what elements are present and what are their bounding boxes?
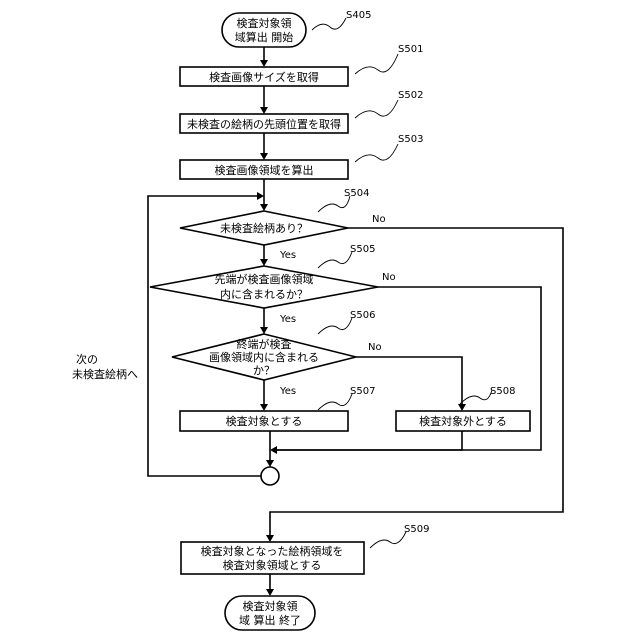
end-terminal-line2: 域 算出 終了 <box>239 613 301 627</box>
step-label-s507: S507 <box>350 386 375 397</box>
process-box-s509-line2: 検査対象領域とする <box>223 558 322 572</box>
process-box-s501: 検査画像サイズを取得 <box>180 67 348 86</box>
decision-s504: 未検査絵柄あり？ <box>180 211 348 245</box>
decision-s506: 終端が検査 画像領域内に含まれる か？ <box>172 334 356 380</box>
process-box-s501-label: 検査画像サイズを取得 <box>209 70 319 84</box>
process-box-s502-label: 未検査の絵柄の先頭位置を取得 <box>187 117 341 131</box>
process-box-s509: 検査対象となった絵柄領域を 検査対象領域とする <box>181 542 364 574</box>
process-box-s502: 未検査の絵柄の先頭位置を取得 <box>180 114 348 133</box>
step-label-s502: S502 <box>398 90 423 101</box>
start-terminal-line1: 検査対象領 <box>237 16 292 30</box>
start-terminal: 検査対象領 域算出 開始 <box>222 13 306 47</box>
step-label-s501: S501 <box>398 44 423 55</box>
process-box-s503: 検査画像領域を算出 <box>180 160 348 179</box>
step-label-s504: S504 <box>344 188 369 199</box>
start-terminal-line2: 域算出 開始 <box>235 30 294 44</box>
process-box-s509-line1: 検査対象となった絵柄領域を <box>201 544 344 558</box>
decision-s505-yes-label: Yes <box>279 314 296 325</box>
step-label-s503: S503 <box>398 134 423 145</box>
connector-circle <box>261 467 279 485</box>
decision-s504-no-label: No <box>372 214 386 225</box>
process-box-s508: 検査対象外とする <box>396 411 530 431</box>
end-terminal-line1: 検査対象領 <box>243 599 298 613</box>
step-label-s506: S506 <box>350 310 375 321</box>
end-terminal: 検査対象領 域 算出 終了 <box>225 596 315 630</box>
decision-s504-label: 未検査絵柄あり？ <box>220 221 308 235</box>
process-box-s503-label: 検査画像領域を算出 <box>215 163 314 177</box>
decision-s505-no-label: No <box>382 272 396 283</box>
step-label-s508: S508 <box>490 386 515 397</box>
step-label-s505: S505 <box>350 244 375 255</box>
step-label-s509: S509 <box>404 524 429 535</box>
decision-s506-yes-label: Yes <box>279 386 296 397</box>
decision-s505-line2: 内に含まれるか？ <box>220 287 308 301</box>
decision-s506-line3: か？ <box>253 364 275 377</box>
decision-s506-line2: 画像領域内に含まれる <box>209 350 319 364</box>
loop-label-line2: 未検査絵柄へ <box>72 367 138 381</box>
process-box-s507-label: 検査対象とする <box>226 414 303 428</box>
decision-s506-line1: 終端が検査 <box>237 337 292 351</box>
loop-label-line1: 次の <box>76 352 98 366</box>
process-box-s507: 検査対象とする <box>180 411 348 431</box>
process-box-s508-label: 検査対象外とする <box>419 414 507 428</box>
step-label-s405: S405 <box>346 10 371 21</box>
decision-s504-yes-label: Yes <box>279 250 296 261</box>
decision-s505-line1: 先端が検査画像領域 <box>215 272 314 286</box>
decision-s505: 先端が検査画像領域 内に含まれるか？ <box>150 266 378 308</box>
decision-s506-no-label: No <box>368 342 382 353</box>
